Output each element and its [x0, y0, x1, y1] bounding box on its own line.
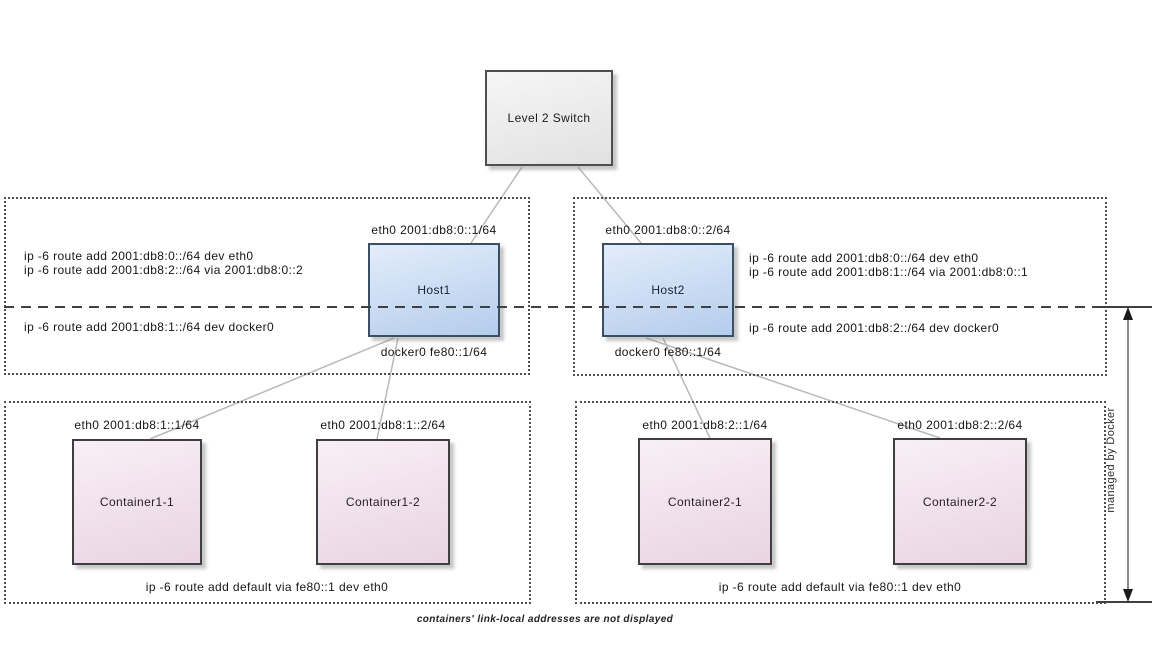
- host2-routing-group: [573, 197, 1107, 376]
- host2-route-eth0-2: ip -6 route add 2001:db8:1::/64 via 2001…: [749, 265, 1029, 279]
- host1-routing-group: [4, 197, 530, 375]
- wire-host2-container2-2: [645, 337, 941, 439]
- container1-1-eth0-label: eth0 2001:db8:1::1/64: [74, 418, 200, 432]
- container2-2-label: Container2-2: [922, 494, 998, 509]
- host1-containers-group: [4, 401, 531, 604]
- container2-1-node: Container2-1: [638, 438, 772, 565]
- host1-route-eth0-1: ip -6 route add 2001:db8:0::/64 dev eth0: [24, 249, 254, 263]
- host2-containers-group: [575, 401, 1106, 604]
- wire-switch-host2: [577, 166, 642, 244]
- host1-route-docker0: ip -6 route add 2001:db8:1::/64 dev dock…: [24, 320, 275, 334]
- host1-route-eth0-2: ip -6 route add 2001:db8:2::/64 via 2001…: [24, 263, 304, 277]
- host2-route-docker0: ip -6 route add 2001:db8:2::/64 dev dock…: [749, 321, 1000, 335]
- wire-host2-container2-1: [662, 337, 711, 439]
- wire-host1-container1-2: [376, 337, 399, 440]
- wire-host1-container1-1: [149, 337, 395, 440]
- managed-by-docker-label: managed by Docker: [1105, 407, 1117, 513]
- host1-docker0-label: docker0 fe80::1/64: [380, 345, 488, 359]
- level2-switch-label: Level 2 Switch: [507, 111, 591, 125]
- container2-1-label: Container2-1: [667, 494, 743, 509]
- level2-switch-node: Level 2 Switch: [485, 70, 613, 166]
- host2-docker0-label: docker0 fe80::1/64: [614, 345, 722, 359]
- container1-2-eth0-label: eth0 2001:db8:1::2/64: [320, 418, 446, 432]
- host2-eth0-label: eth0 2001:db8:0::2/64: [605, 223, 731, 237]
- container2-2-node: Container2-2: [893, 438, 1027, 565]
- container1-2-node: Container1-2: [316, 439, 450, 565]
- container1-1-node: Container1-1: [72, 439, 202, 565]
- container2-1-eth0-label: eth0 2001:db8:2::1/64: [642, 418, 768, 432]
- host2-route-eth0-1: ip -6 route add 2001:db8:0::/64 dev eth0: [749, 251, 979, 265]
- container1-2-label: Container1-2: [345, 495, 421, 509]
- host2-node: Host2: [602, 243, 734, 337]
- container2-2-eth0-label: eth0 2001:db8:2::2/64: [897, 418, 1023, 432]
- containers2-default-route: ip -6 route add default via fe80::1 dev …: [718, 580, 962, 594]
- host1-node: Host1: [368, 243, 500, 337]
- host2-label: Host2: [651, 283, 685, 297]
- containers1-default-route: ip -6 route add default via fe80::1 dev …: [145, 580, 389, 594]
- footnote: containers' link-local addresses are not…: [416, 614, 674, 625]
- host1-label: Host1: [417, 283, 451, 297]
- host1-eth0-label: eth0 2001:db8:0::1/64: [371, 223, 497, 237]
- wire-switch-host1: [470, 166, 523, 244]
- container1-1-label: Container1-1: [99, 495, 175, 509]
